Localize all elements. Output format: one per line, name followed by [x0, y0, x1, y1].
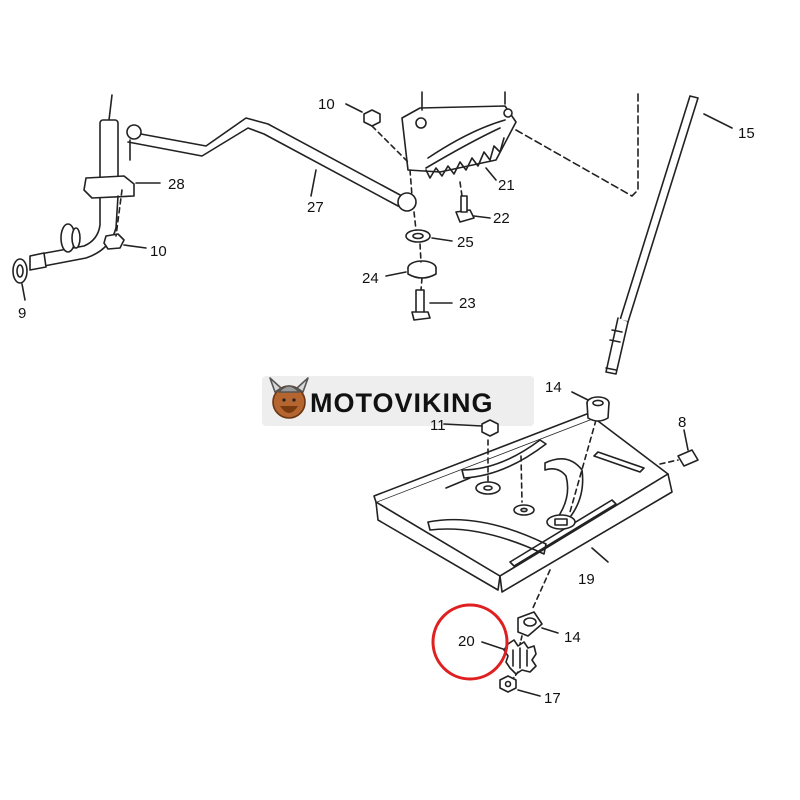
- callout-11: 11: [430, 417, 446, 434]
- nut-part-17: [499, 675, 541, 697]
- callout-24: 24: [362, 270, 379, 287]
- bolt-part-23: [411, 289, 453, 321]
- bolt-part-22: [455, 195, 491, 223]
- brand-watermark: MOTOVIKING: [262, 376, 534, 426]
- washer-part-25: [405, 229, 453, 243]
- callout-10-left: 10: [150, 243, 167, 260]
- highlight-circle: [431, 603, 509, 681]
- callout-19: 19: [578, 571, 595, 588]
- brand-watermark-text: MOTOVIKING: [310, 388, 494, 418]
- callout-17: 17: [544, 690, 561, 707]
- callout-14-top: 14: [545, 379, 562, 396]
- nut-part-10-top: [345, 103, 381, 127]
- mounting-plate-part-19: [373, 411, 673, 593]
- callout-8: 8: [678, 414, 686, 431]
- sector-gear-part-21: [401, 105, 517, 181]
- bushing-part-14-top: [571, 391, 610, 422]
- callout-9: 9: [18, 305, 26, 322]
- callout-25: 25: [457, 234, 474, 251]
- pinion-gear-part-20: [481, 639, 537, 675]
- callout-15: 15: [738, 125, 755, 142]
- callout-22: 22: [493, 210, 510, 227]
- nut-part-10-left: [103, 233, 147, 250]
- steering-shaft-part-15: [605, 95, 733, 375]
- washer-part-9: [12, 258, 28, 301]
- hidden-line-box: [515, 91, 639, 197]
- callout-28: 28: [168, 176, 185, 193]
- viking-logo-icon: [269, 377, 309, 419]
- callout-14-bottom: 14: [564, 629, 581, 646]
- callout-23: 23: [459, 295, 476, 312]
- callout-27: 27: [307, 199, 324, 216]
- callout-20: 20: [458, 633, 475, 650]
- callout-21: 21: [498, 177, 515, 194]
- bolt-part-8: [677, 429, 699, 467]
- drag-link-part-27: [126, 117, 417, 212]
- nut-part-11: [443, 419, 499, 437]
- callout-10-top: 10: [318, 96, 335, 113]
- bushing-part-24: [385, 260, 437, 279]
- bushing-part-14-bottom: [517, 611, 559, 637]
